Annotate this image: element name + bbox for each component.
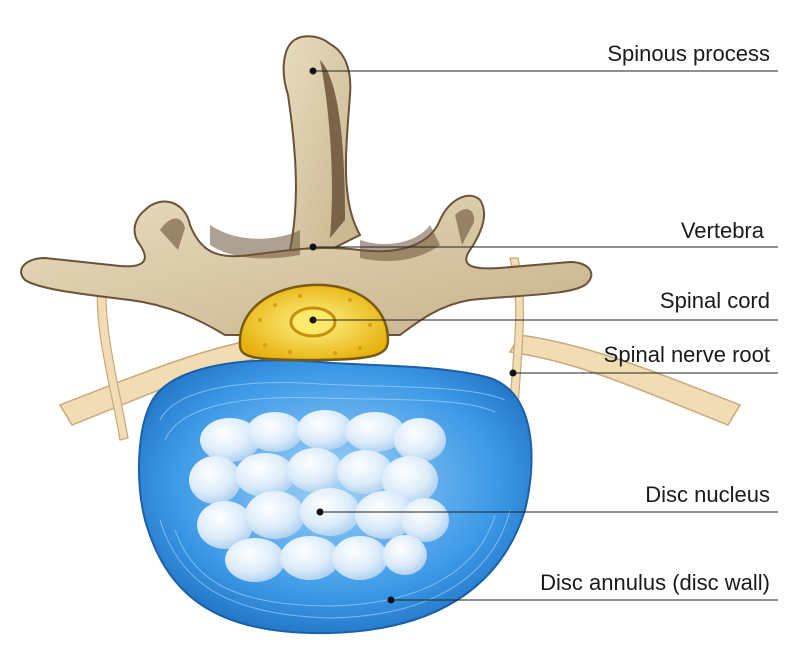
- label-disc-nucleus: Disc nucleus: [645, 482, 770, 507]
- leader-lines: [309, 67, 778, 604]
- vertebra-bone: [20, 35, 593, 336]
- disc: [138, 359, 533, 635]
- label-vertebra: Vertebra: [681, 218, 765, 243]
- label-spinous-process: Spinous process: [607, 41, 770, 66]
- label-spinal-nerve-root: Spinal nerve root: [604, 342, 770, 367]
- label-spinal-cord: Spinal cord: [660, 288, 770, 313]
- label-disc-annulus: Disc annulus (disc wall): [540, 570, 770, 595]
- spinal-cord-shape: [238, 283, 390, 362]
- disc-nucleus-shape: [189, 410, 449, 582]
